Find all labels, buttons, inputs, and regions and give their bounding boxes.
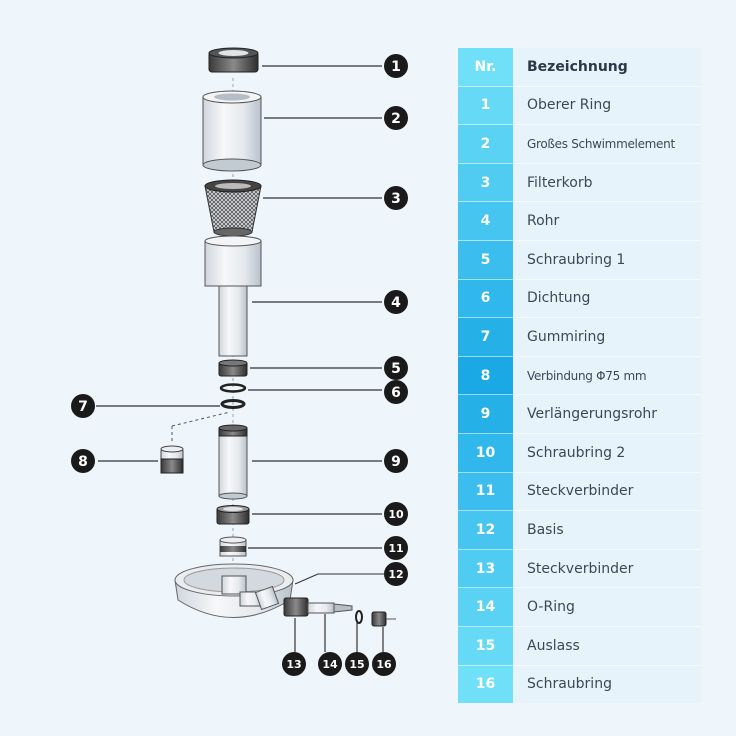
part-screw-ring-2 [216,505,250,525]
callout-8: 8 [71,449,95,473]
row-name: Schraubring 2 [513,433,701,473]
callout-1-label: 1 [391,59,401,75]
parts-table-header: Nr. Bezeichnung [458,48,701,87]
callout-15: 15 [345,652,369,676]
callout-5: 5 [384,356,408,380]
row-name: Gummiring [513,318,701,357]
part-seal [219,383,247,393]
row-name: Auslass [513,626,701,666]
row-name: Dichtung [513,279,701,319]
callout-9-label: 9 [391,454,401,470]
row-number: 8 [458,356,513,396]
header-designation: Bezeichnung [513,48,701,87]
callout-16: 16 [372,652,396,676]
row-number: 15 [458,626,513,666]
part-connection-75mm [160,411,231,474]
row-name: Verbindung Φ75 mm [513,356,701,396]
callout-3: 3 [384,186,408,210]
row-number: 6 [458,279,513,319]
callout-1: 1 [384,54,408,78]
callout-15-label: 15 [349,658,364,671]
callout-11-label: 11 [388,542,403,555]
row-number: 14 [458,588,513,627]
callout-5-label: 5 [391,361,401,377]
callout-13: 13 [282,652,306,676]
callout-3-label: 3 [391,191,401,207]
callout-13-label: 13 [286,658,301,671]
callout-6: 6 [384,380,408,404]
part-tube [204,235,262,357]
callout-2: 2 [384,106,408,130]
callout-11: 11 [384,536,408,560]
leader-lines [96,65,384,652]
part-outlet-assembly [283,597,396,627]
part-upper-ring [208,47,259,73]
row-name: Steckverbinder [513,472,701,512]
callout-7-label: 7 [78,399,88,415]
callout-8-label: 8 [78,454,88,470]
row-number: 10 [458,433,513,473]
row-number: 7 [458,318,513,357]
row-number: 2 [458,125,513,164]
row-name: Verlängerungsrohr [513,395,701,434]
row-name: Rohr [513,202,701,241]
row-name: Steckverbinder [513,549,701,589]
row-number: 11 [458,472,513,512]
callout-12-label: 12 [388,568,403,581]
callout-10-label: 10 [388,508,404,521]
row-name: Großes Schwimmelement [513,125,701,164]
row-name: Oberer Ring [513,86,701,126]
row-number: 4 [458,202,513,241]
callout-6-label: 6 [391,385,401,401]
callout-16-label: 16 [376,658,392,671]
callout-7: 7 [71,394,95,418]
row-name: Schraubring [513,665,701,704]
callout-14-label: 14 [322,658,338,671]
callout-4-label: 4 [391,295,401,311]
part-extension-tube [218,424,248,500]
row-number: 16 [458,665,513,704]
row-number: 3 [458,163,513,203]
row-name: Basis [513,511,701,550]
row-name: Schraubring 1 [513,240,701,280]
row-name: Filterkorb [513,163,701,203]
callout-10: 10 [384,502,408,526]
part-large-float [202,90,262,172]
callout-9: 9 [384,449,408,473]
row-name: O-Ring [513,588,701,627]
row-number: 9 [458,395,513,434]
part-plug-connector-11 [219,536,247,557]
row-number: 12 [458,511,513,550]
row-number: 1 [458,86,513,126]
row-number: 13 [458,549,513,589]
callout-2-label: 2 [391,111,401,127]
part-base [174,563,384,618]
row-number: 5 [458,240,513,280]
callout-14: 14 [318,652,342,676]
header-number: Nr. [458,48,513,87]
callout-4: 4 [384,290,408,314]
part-screw-ring-1 [218,359,248,377]
part-rubber-ring [220,399,246,409]
part-filter-basket [204,179,262,237]
callout-12: 12 [384,562,408,586]
